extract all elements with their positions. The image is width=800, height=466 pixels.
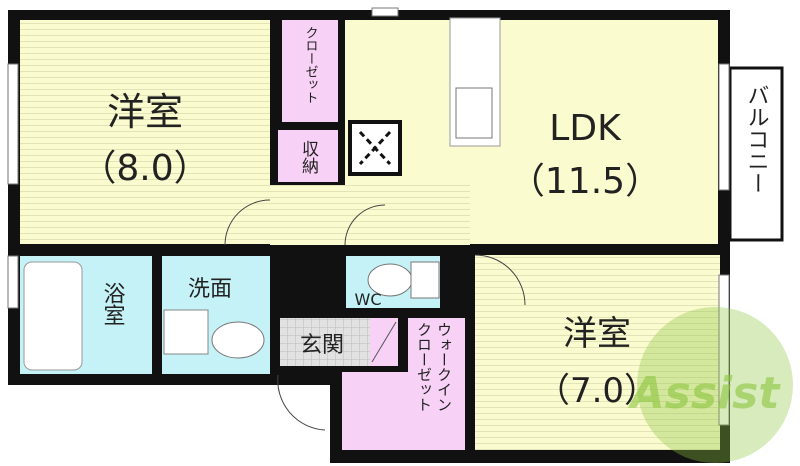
room-label: LDK <box>549 108 622 149</box>
hallway <box>270 185 470 245</box>
window <box>7 63 19 185</box>
entrance-door-arc[interactable] <box>277 374 326 431</box>
room-label: 洋室 <box>563 314 631 354</box>
window <box>718 63 730 191</box>
sink-icon <box>455 87 493 139</box>
entrance-label: 玄関 <box>300 333 344 358</box>
room-size: （7.0） <box>536 371 658 411</box>
vent <box>371 7 399 17</box>
closet-1 <box>282 20 338 122</box>
storage <box>278 130 338 182</box>
room-label: 洋室 <box>107 90 183 134</box>
bathroom-label: 浴室 <box>100 282 126 326</box>
basin-icon <box>211 321 265 359</box>
western-room-1 <box>20 20 270 244</box>
door-arc <box>344 204 386 246</box>
watermark-text: Assist <box>628 368 782 419</box>
entrance <box>280 318 370 366</box>
walk-in-closet-label: ウォークインクローゼット <box>415 322 453 412</box>
door-arc <box>474 254 526 306</box>
bathtub-icon <box>23 261 83 371</box>
walk-in-closet <box>342 318 465 450</box>
washing-machine-icon <box>163 309 209 355</box>
toilet-label: WC <box>355 290 382 309</box>
watermark-logo <box>637 307 793 463</box>
door-arc <box>224 199 271 246</box>
balcony-label: バルコニー <box>744 84 769 194</box>
storage-label: 収納 <box>298 140 319 175</box>
window <box>7 255 19 309</box>
closet-label: クローゼット <box>303 26 319 104</box>
room-size: （8.0） <box>80 148 209 189</box>
balcony <box>728 66 784 242</box>
washroom-label: 洗面 <box>188 277 232 302</box>
window <box>718 274 730 426</box>
western-room-2 <box>475 255 720 450</box>
stove-icon <box>348 120 402 176</box>
room-size: （11.5） <box>509 161 661 202</box>
